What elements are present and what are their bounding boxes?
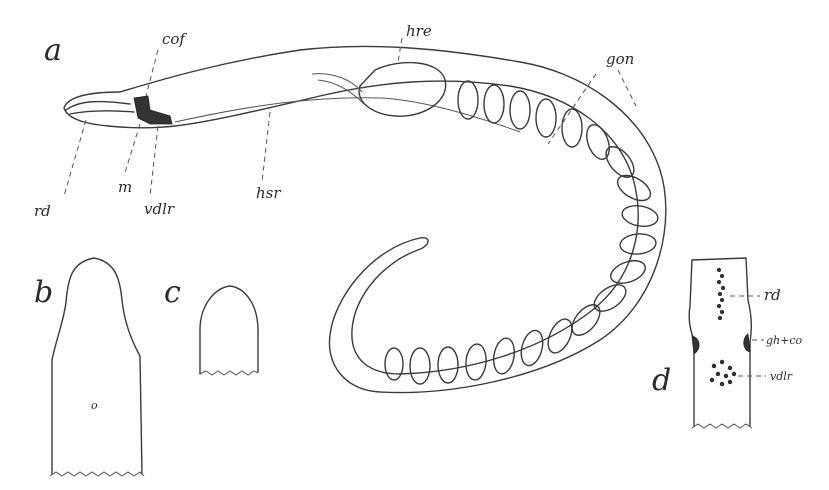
specimen-b-mark: o xyxy=(91,399,98,412)
gonad xyxy=(582,122,613,163)
gonad xyxy=(613,170,654,205)
gonad xyxy=(562,109,582,147)
body-outline-outer xyxy=(64,46,666,392)
label-d-rd: rd xyxy=(764,286,781,304)
figure-c xyxy=(200,286,258,375)
leader-hsr xyxy=(262,112,270,182)
label-hre: hre xyxy=(406,22,432,40)
leader-cof xyxy=(146,50,158,96)
rd-cells xyxy=(717,268,724,319)
label-rd: rd xyxy=(34,202,51,220)
gonad xyxy=(621,203,660,229)
leader-vdlr xyxy=(150,126,158,196)
gonad xyxy=(438,347,458,383)
specimen-c-outline xyxy=(200,286,258,374)
mouth-structure xyxy=(134,96,172,124)
head-proboscis xyxy=(66,102,134,114)
gonad-series xyxy=(385,81,659,384)
gonad xyxy=(590,279,631,316)
label-vdlr: vdlr xyxy=(144,200,175,218)
specimen-d-cut xyxy=(692,424,752,428)
leader-m xyxy=(124,124,140,176)
leader-rd xyxy=(64,120,86,196)
gh-co-right xyxy=(744,334,750,352)
gonad xyxy=(484,85,504,123)
gonad xyxy=(619,232,657,255)
gonad xyxy=(567,300,605,340)
panel-letter-b: b xyxy=(34,275,53,310)
label-hsr: hsr xyxy=(256,184,281,202)
gonad xyxy=(518,328,547,368)
gonad xyxy=(385,348,403,380)
gonad xyxy=(458,81,478,119)
figure-d xyxy=(689,258,766,428)
label-cof: cof xyxy=(162,30,187,48)
hre-organ xyxy=(359,63,446,117)
gh-co-left xyxy=(692,336,699,354)
figure-b: o xyxy=(50,258,144,476)
gonad xyxy=(608,256,649,287)
gonad xyxy=(410,348,430,384)
panel-letter-d: d xyxy=(652,363,671,398)
panel-letter-c: c xyxy=(164,275,181,310)
specimen-b-cut xyxy=(50,472,144,476)
specimen-b-outline xyxy=(52,258,142,474)
gonad xyxy=(543,315,576,356)
gonad xyxy=(536,99,556,137)
label-d-vdlr: vdlr xyxy=(770,370,793,383)
leader-hre xyxy=(398,38,402,62)
vdlr-cells xyxy=(710,360,736,386)
body-inner-line xyxy=(175,98,520,132)
panel-letter-a: a xyxy=(44,33,62,68)
specimen-c-cut xyxy=(200,371,258,375)
label-m: m xyxy=(118,178,132,196)
gonad xyxy=(510,91,530,129)
label-d-ghco: gh+co xyxy=(766,334,803,347)
label-gon: gon xyxy=(606,50,634,68)
leader-gon-2 xyxy=(618,70,636,106)
